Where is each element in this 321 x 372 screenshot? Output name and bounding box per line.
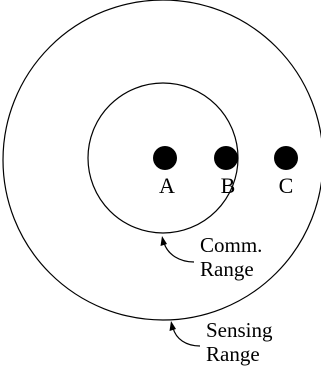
sensing-range-label-line1: Sensing — [206, 318, 273, 342]
sensing-range-arrow — [172, 327, 201, 347]
comm-range-arrowhead — [160, 236, 167, 246]
node-c-label: C — [279, 173, 294, 198]
node-a — [153, 146, 177, 170]
node-b-label: B — [221, 173, 236, 198]
comm-range-label-line2: Range — [200, 257, 254, 281]
node-b — [214, 146, 238, 170]
comm-range-label-line1: Comm. — [200, 233, 262, 257]
sensing-range-arrowhead — [169, 321, 176, 331]
sensing-range-circle — [2, 0, 321, 321]
comm-range-arrow — [163, 242, 195, 263]
sensing-range-label-line2: Range — [206, 342, 260, 366]
node-c — [274, 146, 298, 170]
node-a-label: A — [159, 173, 175, 198]
